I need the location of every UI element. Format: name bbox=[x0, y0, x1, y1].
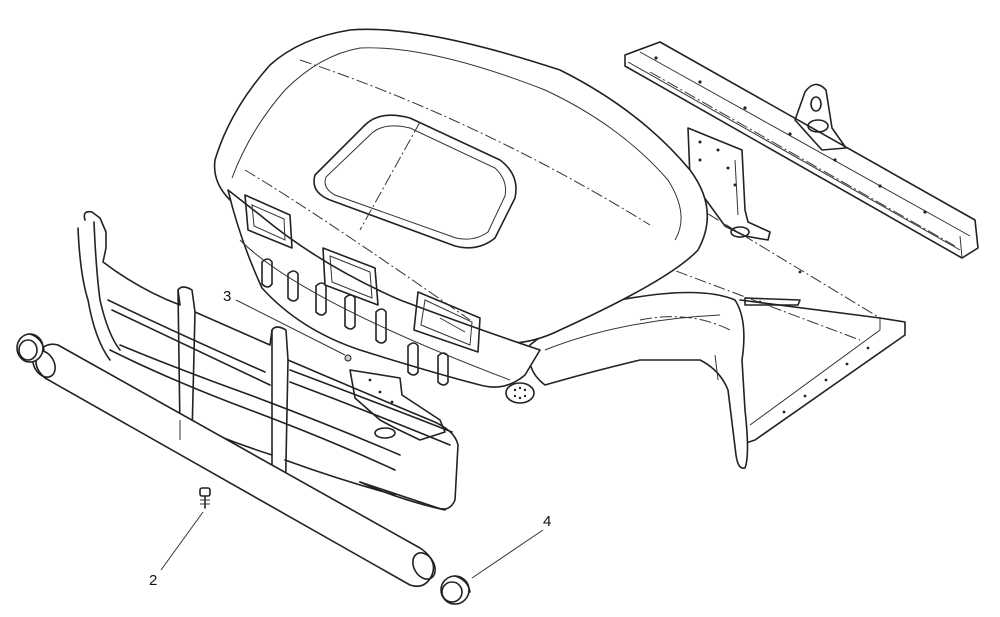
end-cap-left bbox=[16, 333, 45, 363]
frame-rail bbox=[624, 41, 979, 259]
grille-fascia bbox=[227, 189, 541, 388]
hood-body bbox=[213, 28, 709, 345]
end-cap-right bbox=[440, 575, 471, 605]
mounting-plate bbox=[687, 127, 771, 241]
callout-number-4: 4 bbox=[543, 513, 552, 530]
leader-lines bbox=[160, 299, 544, 579]
callout-number-2: 2 bbox=[149, 572, 158, 589]
bolt bbox=[199, 487, 211, 509]
callout-number-3: 3 bbox=[223, 288, 232, 305]
lower-bracket bbox=[344, 354, 446, 441]
horn-grille bbox=[505, 382, 535, 404]
right-fender bbox=[528, 291, 749, 470]
bumper-tube bbox=[32, 343, 436, 588]
tow-hook-bracket bbox=[794, 83, 847, 151]
